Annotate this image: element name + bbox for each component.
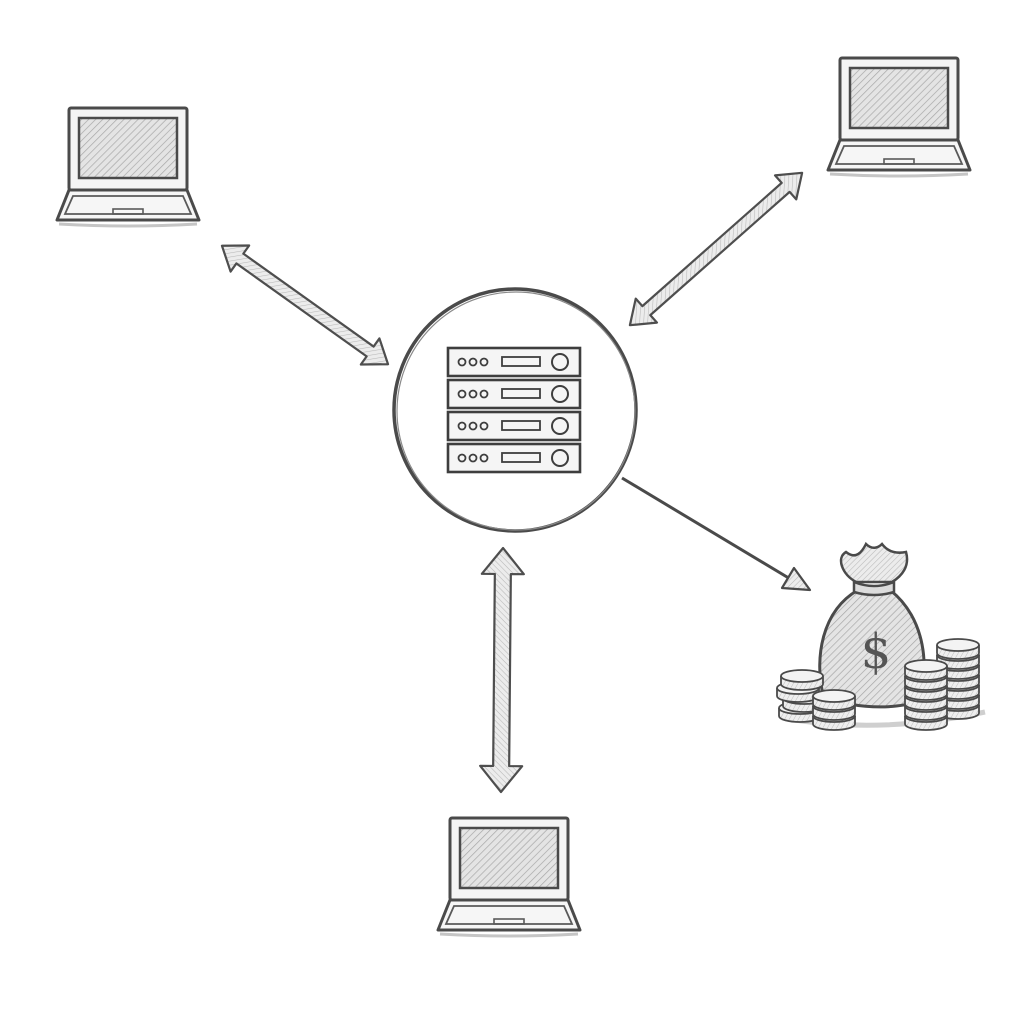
laptop-top-left-icon <box>55 106 201 228</box>
arrow-hub-to-money <box>621 476 812 592</box>
arrow-bottom-to-hub <box>479 546 525 794</box>
arrow-top-left-to-hub <box>220 244 390 366</box>
money-bag-icon: $ <box>776 541 986 731</box>
arrow-top-right-to-hub <box>628 171 804 327</box>
laptop-top-right-icon <box>826 56 972 178</box>
server-hub <box>392 287 638 533</box>
dollar-symbol: $ <box>861 624 892 680</box>
laptop-bottom-icon <box>436 816 582 938</box>
